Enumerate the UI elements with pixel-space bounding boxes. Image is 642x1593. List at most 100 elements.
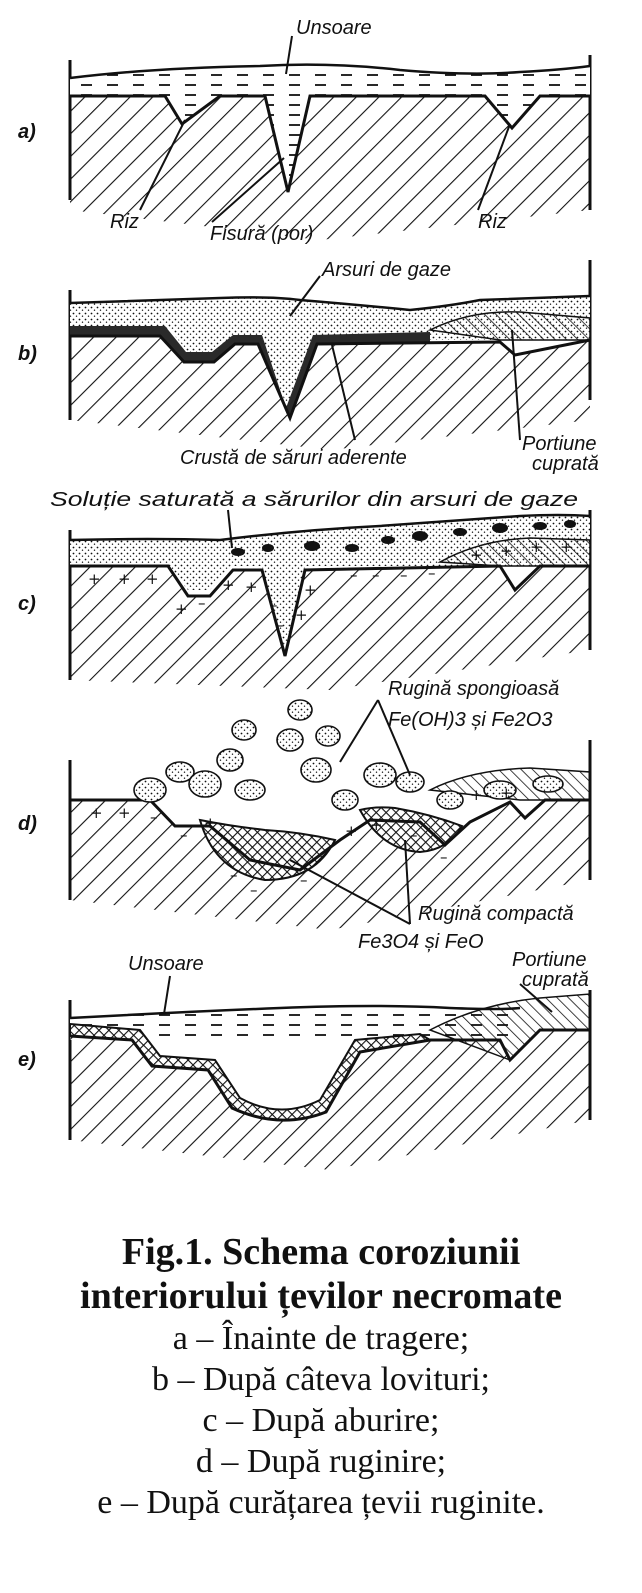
panel-d-metal-surface <box>70 798 590 872</box>
panel-e-metal <box>70 1030 590 1170</box>
svg-text:+: + <box>146 570 159 588</box>
svg-text:–: – <box>150 808 158 826</box>
svg-text:+: + <box>175 600 188 618</box>
label-riz-right: Riz <box>478 211 507 233</box>
svg-text:–: – <box>428 564 436 582</box>
leader-spong-2 <box>377 699 411 776</box>
svg-text:+: + <box>90 804 103 822</box>
label-solutie: Soluție saturată a sărurilor din arsuri … <box>50 489 578 511</box>
label-arsuri: Arsuri de gaze <box>321 259 451 281</box>
label-riz-left: Riz <box>110 211 139 233</box>
svg-text:+: + <box>370 816 383 834</box>
panel-b-residue-surface <box>69 294 591 312</box>
panel-c-charges: +++ +–+ +–– ++– ––– +++ + <box>88 538 573 634</box>
leader-riz-left <box>139 119 186 211</box>
label-unsoare-e: Unsoare <box>128 953 204 975</box>
panel-b-metal <box>70 336 590 450</box>
caption-item-b: b – După câteva lovituri; <box>151 1361 490 1398</box>
label-portiune-e-2: cuprată <box>522 969 589 991</box>
leader-compact-2 <box>404 839 411 925</box>
svg-text:–: – <box>410 826 418 844</box>
label-compact-1: Rugină compactă <box>418 903 574 925</box>
label-portiune-b-1: Portiune <box>522 433 597 455</box>
panel-d-compact-rust-2 <box>358 806 464 854</box>
caption-title-line-2: interiorului țevilor necromate <box>80 1275 562 1317</box>
panel-b-metal-surface <box>70 334 591 423</box>
leader-solutie <box>227 509 233 549</box>
caption-item-a: a – Înainte de tragere; <box>172 1320 470 1357</box>
panel-c-metal-surface <box>70 564 590 657</box>
svg-text:+: + <box>500 542 513 560</box>
svg-text:–: – <box>350 566 358 584</box>
caption-title-line-1: Fig.1. Schema coroziunii <box>121 1231 521 1273</box>
leader-spong-1 <box>339 699 379 763</box>
panel-c-letter: c) <box>18 593 36 615</box>
panel-a-letter: a) <box>18 121 36 143</box>
leader-arsuri <box>289 275 321 317</box>
svg-text:+: + <box>470 786 483 804</box>
svg-text:+: + <box>304 581 317 599</box>
leader-portiune-e <box>519 983 553 1013</box>
svg-text:+: + <box>345 822 358 840</box>
svg-text:–: – <box>180 826 188 844</box>
panel-d-charges: ++– –+– ––+ +–– ++ <box>90 784 513 899</box>
panel-c-saturated-solution <box>70 515 590 650</box>
svg-text:–: – <box>230 866 238 884</box>
svg-text:+: + <box>118 804 131 822</box>
leader-unsoare-a <box>285 35 293 75</box>
svg-text:+: + <box>222 576 235 594</box>
svg-text:–: – <box>372 566 380 584</box>
svg-text:+: + <box>204 814 217 832</box>
svg-text:+: + <box>500 784 513 802</box>
panel-e-grease-surface <box>69 1004 521 1020</box>
svg-text:–: – <box>300 871 308 889</box>
figure-caption: Fig.1. Schema coroziunii interiorului țe… <box>0 1230 642 1523</box>
panel-c-salt-droplets <box>231 520 576 556</box>
panel-e: e) Unsoare Portiune cuprată <box>18 949 592 1170</box>
panel-a-grease-layer <box>70 64 590 192</box>
label-unsoare-a: Unsoare <box>296 17 372 39</box>
svg-text:+: + <box>560 538 573 556</box>
svg-text:–: – <box>440 848 448 866</box>
panel-a-metal <box>70 96 590 240</box>
panel-c: +++ +–+ +–– ++– ––– +++ + c) Soluție sat… <box>18 489 592 690</box>
panel-a-grease-surface <box>69 63 591 80</box>
label-crusta: Crustă de săruri aderente <box>180 447 407 469</box>
panel-a-metal-surface <box>70 94 590 193</box>
svg-text:+: + <box>295 606 308 624</box>
panel-b-copper-portion <box>427 311 591 341</box>
label-spong-2: Fe(OH)3 și Fe2O3 <box>388 709 552 731</box>
label-portiune-e-1: Portiune <box>512 949 587 971</box>
svg-text:–: – <box>270 596 278 614</box>
label-fisura: Fisură (por) <box>210 223 313 245</box>
label-compact-2: Fe3O4 și FeO <box>358 931 484 953</box>
label-portiune-b-2: cuprată <box>532 453 599 475</box>
caption-item-e: e – După curățarea țevii ruginite. <box>97 1484 545 1521</box>
panel-e-metal-surface <box>69 1028 590 1122</box>
svg-text:+: + <box>245 578 258 596</box>
svg-text:–: – <box>276 616 284 634</box>
svg-text:–: – <box>400 566 408 584</box>
leader-riz-right <box>477 123 511 211</box>
panel-c-copper-portion <box>437 537 591 567</box>
leader-crusta <box>331 344 356 441</box>
svg-text:–: – <box>198 594 206 612</box>
panel-b-letter: b) <box>18 343 37 365</box>
panel-e-grease-layer <box>70 1006 520 1040</box>
panel-c-solution-surface <box>69 513 591 542</box>
panel-d: ++– –+– ––+ +–– ++ d) Rugină spongioasă … <box>18 678 592 953</box>
leader-portiune-b <box>511 329 521 441</box>
panel-e-letter: e) <box>18 1049 36 1071</box>
panel-a: a) Unsoare Riz Fisură (por) Riz <box>18 17 592 245</box>
svg-text:+: + <box>88 570 101 588</box>
leader-compact-1 <box>289 859 411 925</box>
caption-item-c: c – După aburire; <box>202 1402 440 1439</box>
caption-item-d: d – După ruginire; <box>195 1443 447 1480</box>
svg-text:+: + <box>470 546 483 564</box>
panel-d-spongy-rust <box>133 699 564 811</box>
leader-fisura <box>211 157 285 223</box>
panel-b: b) Arsuri de gaze Crustă de săruri adere… <box>18 259 599 475</box>
leader-unsoare-e <box>163 975 171 1015</box>
panel-d-letter: d) <box>18 813 37 835</box>
